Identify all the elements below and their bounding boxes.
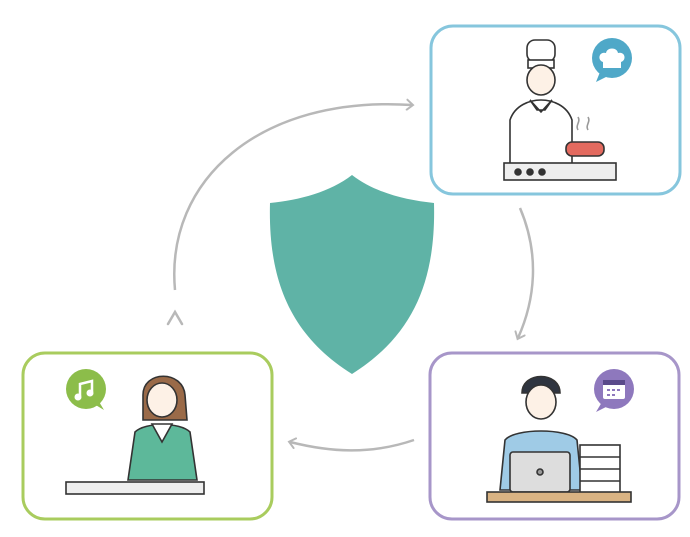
arrow-right-to-left (287, 437, 415, 452)
arrow-left-to-top (173, 98, 415, 291)
chef-icon (503, 39, 617, 181)
shield-icon (269, 175, 435, 374)
receptionist-card (21, 351, 274, 521)
chef-card (429, 24, 682, 196)
office-worker-card (428, 351, 681, 521)
arrow-top-to-right (514, 207, 535, 341)
office-worker-icon (486, 375, 632, 503)
music-note-badge-icon (66, 369, 106, 410)
chef-hat-badge-icon (592, 38, 632, 82)
arrow-head-up (166, 309, 184, 326)
receptionist-icon (65, 375, 205, 495)
calendar-badge-icon (594, 369, 634, 412)
